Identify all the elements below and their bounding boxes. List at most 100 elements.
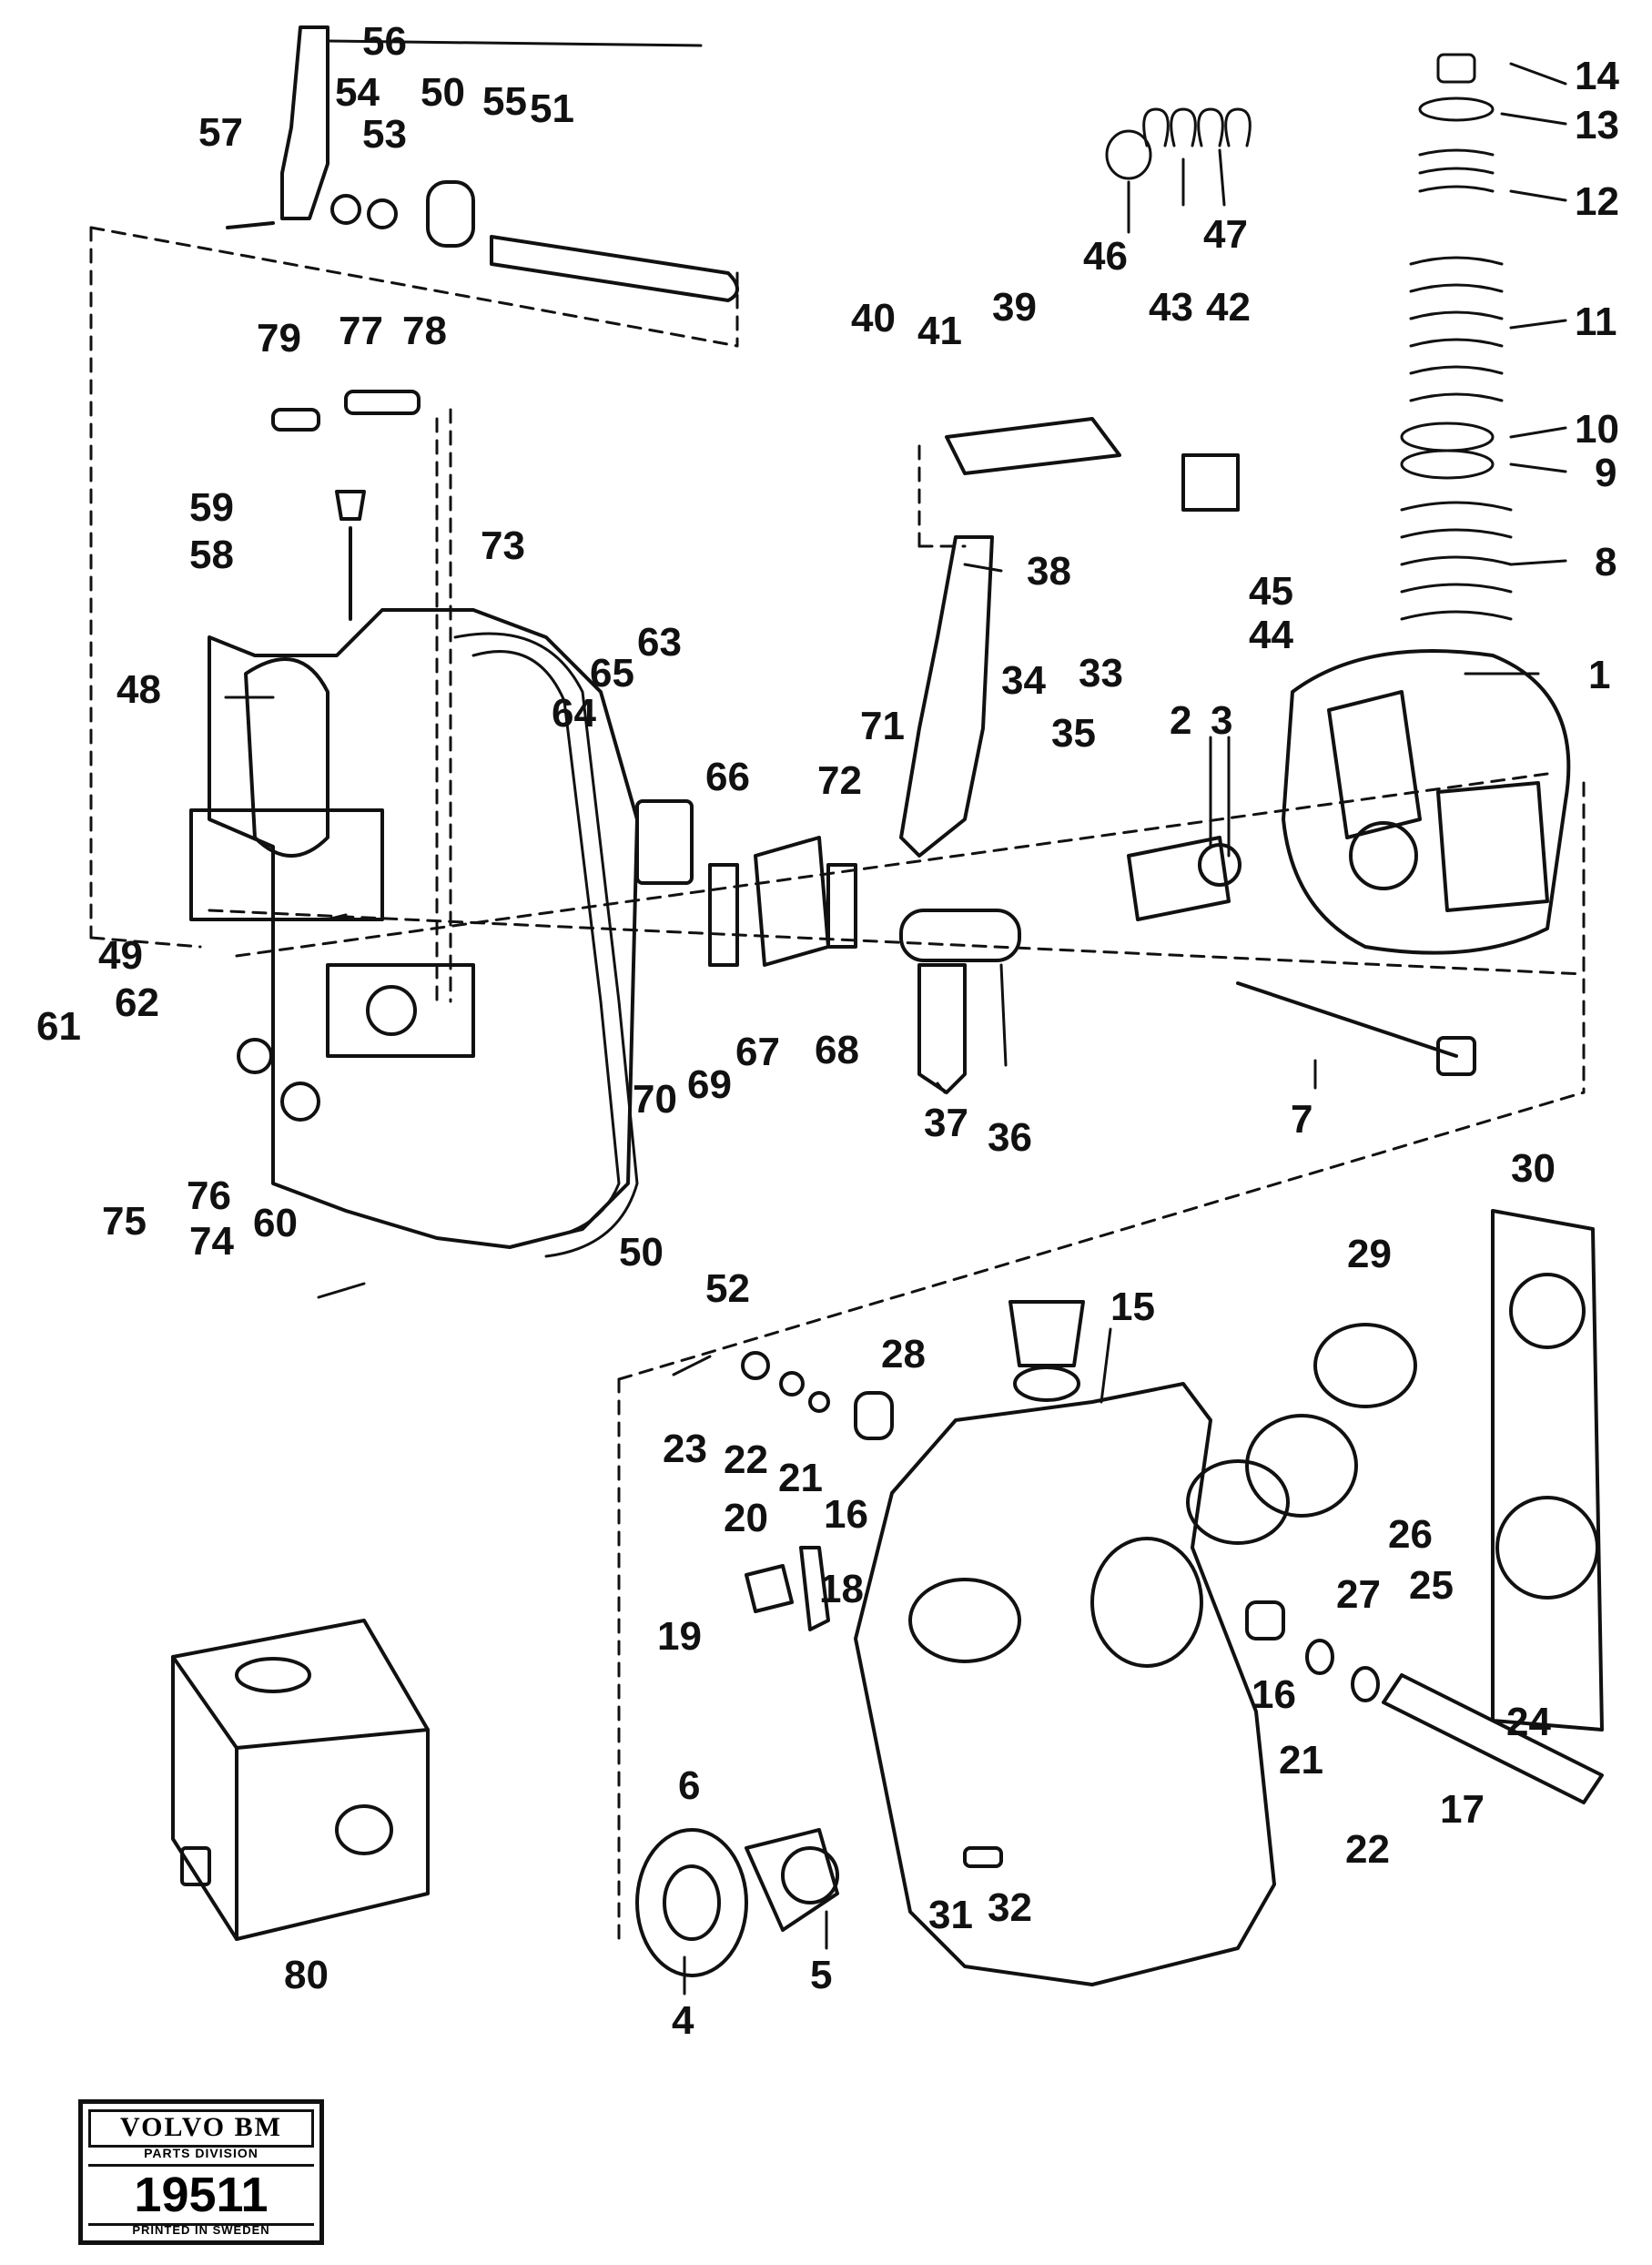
callout-10: 10 <box>1575 407 1619 452</box>
callout-37: 37 <box>924 1101 968 1145</box>
callout-36: 36 <box>988 1115 1032 1160</box>
callout-43: 43 <box>1149 285 1193 330</box>
callout-3: 3 <box>1211 698 1233 743</box>
callout-52: 52 <box>705 1266 750 1311</box>
callout-73: 73 <box>481 523 525 568</box>
callout-15: 15 <box>1110 1285 1155 1329</box>
callout-57: 57 <box>198 110 243 155</box>
callout-2: 2 <box>1170 698 1192 743</box>
callout-80: 80 <box>284 1953 329 1997</box>
callout-7: 7 <box>1291 1097 1313 1142</box>
callout-39: 39 <box>992 285 1037 330</box>
callout-22a: 22 <box>724 1437 768 1482</box>
callout-66: 66 <box>705 755 750 799</box>
callout-32: 32 <box>988 1885 1032 1930</box>
callout-20: 20 <box>724 1496 768 1540</box>
callout-40: 40 <box>851 296 896 340</box>
callout-4: 4 <box>672 1998 694 2043</box>
callout-16a: 16 <box>824 1492 868 1537</box>
upper-screws <box>226 221 421 621</box>
plate-brand: VOLVO BM <box>88 2109 314 2148</box>
plate-division: PARTS DIVISION <box>144 2146 258 2160</box>
callout-64: 64 <box>552 691 596 736</box>
callout-29: 29 <box>1347 1232 1392 1276</box>
callout-21a: 21 <box>778 1456 823 1500</box>
cover-gasket <box>453 632 639 1258</box>
callout-19: 19 <box>657 1614 702 1659</box>
callout-13: 13 <box>1575 103 1619 147</box>
callout-79: 79 <box>257 316 301 361</box>
callout-18: 18 <box>819 1567 864 1611</box>
callout-53: 53 <box>362 112 407 157</box>
springs <box>1105 53 1513 621</box>
callout-34: 34 <box>1001 658 1046 703</box>
assembly-lines <box>89 226 1586 1941</box>
shaft-17 <box>1245 1600 1604 1804</box>
callout-71: 71 <box>860 704 905 748</box>
pump-housing <box>854 1300 1276 1986</box>
callout-44: 44 <box>1249 613 1293 657</box>
callout-54: 54 <box>335 70 380 115</box>
callout-27: 27 <box>1336 1572 1381 1617</box>
callout-47: 47 <box>1203 212 1248 257</box>
callout-72: 72 <box>817 758 862 803</box>
callout-23: 23 <box>663 1427 707 1471</box>
callout-38: 38 <box>1027 549 1071 594</box>
callout-14: 14 <box>1575 54 1619 98</box>
callout-50b: 50 <box>619 1230 664 1275</box>
lower-left-parts <box>635 1351 1003 1977</box>
callout-1: 1 <box>1588 653 1611 697</box>
callout-31: 31 <box>928 1893 973 1937</box>
callout-28: 28 <box>881 1332 926 1376</box>
callout-65: 65 <box>590 651 634 696</box>
callout-51: 51 <box>530 86 574 131</box>
callout-12: 12 <box>1575 179 1619 224</box>
callout-61: 61 <box>36 1004 81 1049</box>
governor-housing <box>189 608 639 1249</box>
callout-75: 75 <box>102 1199 147 1244</box>
leader-lines <box>224 39 1567 1996</box>
callout-70: 70 <box>633 1077 677 1122</box>
callout-35: 35 <box>1051 711 1096 756</box>
callout-77: 77 <box>339 309 383 353</box>
callout-63: 63 <box>637 620 682 665</box>
control-lever-shaft <box>280 25 739 302</box>
lever-arm <box>899 417 1240 858</box>
right-plugs <box>1186 1209 1604 1732</box>
housing-80 <box>171 1619 430 1941</box>
callout-22b: 22 <box>1345 1827 1390 1872</box>
callout-8: 8 <box>1595 540 1617 584</box>
callout-50a: 50 <box>421 70 465 115</box>
callout-78: 78 <box>402 309 447 353</box>
plate-number: 19511 <box>88 2164 314 2226</box>
callout-46: 46 <box>1083 234 1128 279</box>
callout-74: 74 <box>189 1219 234 1264</box>
callout-68: 68 <box>815 1028 859 1072</box>
callout-67: 67 <box>735 1030 780 1074</box>
callout-49: 49 <box>98 933 143 978</box>
plate-footer: PRINTED IN SWEDEN <box>132 2223 270 2237</box>
linkage-parts <box>635 799 1021 1094</box>
callout-5: 5 <box>810 1953 833 1997</box>
callout-62: 62 <box>115 980 159 1025</box>
callout-42: 42 <box>1206 285 1251 330</box>
flyweight-assembly <box>1127 649 1571 1076</box>
callout-76: 76 <box>187 1173 231 1218</box>
callout-60: 60 <box>253 1201 298 1245</box>
callout-55: 55 <box>482 79 527 124</box>
callout-33: 33 <box>1079 651 1123 696</box>
callout-16b: 16 <box>1252 1672 1296 1717</box>
callout-24: 24 <box>1506 1700 1551 1744</box>
parts-plate: VOLVO BM PARTS DIVISION 19511 PRINTED IN… <box>78 2099 324 2245</box>
callout-58: 58 <box>189 533 234 577</box>
callout-30: 30 <box>1511 1146 1556 1191</box>
callout-26: 26 <box>1388 1512 1433 1557</box>
callout-56: 56 <box>362 19 407 64</box>
callout-9: 9 <box>1595 451 1617 495</box>
callout-17: 17 <box>1440 1787 1485 1832</box>
callout-69: 69 <box>687 1062 732 1107</box>
callout-21b: 21 <box>1279 1738 1323 1783</box>
callout-48: 48 <box>117 667 161 712</box>
callout-59: 59 <box>189 485 234 530</box>
